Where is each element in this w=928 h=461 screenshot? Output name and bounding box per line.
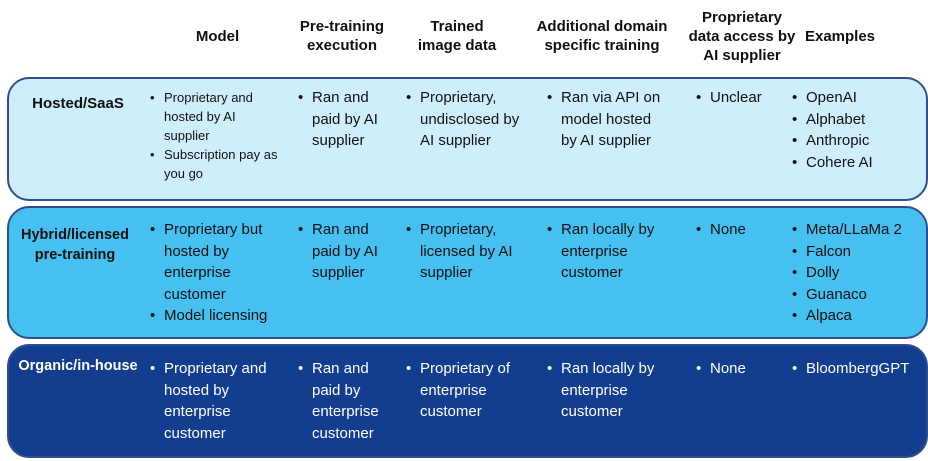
header-trained-image-data: Trained image data	[417, 18, 497, 54]
cell-hybrid-trained: Proprietary, licensed by AI supplier	[406, 219, 522, 284]
cell-organic-proprietary: None	[696, 358, 792, 380]
list-item: Proprietary and hosted by AI supplier	[150, 88, 282, 145]
list-item: Proprietary, undisclosed by AI supplier	[406, 87, 522, 152]
cell-organic-additional: Ran locally by enterprise customer	[547, 358, 677, 423]
cell-hosted-examples: OpenAI Alphabet Anthropic Cohere AI	[792, 87, 912, 173]
row-label-hosted-saas: Hosted/SaaS	[32, 95, 124, 112]
list-item: Ran locally by enterprise customer	[547, 358, 677, 423]
list-item: Meta/LLaMa 2	[792, 219, 920, 241]
list-item: Proprietary, licensed by AI supplier	[406, 219, 522, 284]
list-item: Anthropic	[792, 130, 912, 152]
list-item: Alphabet	[792, 109, 912, 131]
cell-hosted-additional: Ran via API on model hosted by AI suppli…	[547, 87, 667, 152]
cell-organic-examples: BloombergGPT	[792, 358, 920, 380]
header-additional-domain-training: Additional domain specific training	[536, 18, 668, 54]
cell-hybrid-proprietary: None	[696, 219, 792, 241]
cell-organic-trained: Proprietary of enterprise customer	[406, 358, 526, 423]
cell-organic-pretraining: Ran and paid by enterprise customer	[298, 358, 398, 444]
row-label-hybrid-licensed: Hybrid/licensed pre-training	[21, 227, 129, 263]
list-item: Falcon	[792, 241, 920, 263]
list-item: Ran and paid by enterprise customer	[298, 358, 398, 444]
cell-hybrid-examples: Meta/LLaMa 2 Falcon Dolly Guanaco Alpaca	[792, 219, 920, 327]
list-item: Ran locally by enterprise customer	[547, 219, 677, 284]
list-item: BloombergGPT	[792, 358, 920, 380]
cell-hybrid-pretraining: Ran and paid by AI supplier	[298, 219, 398, 284]
list-item: Ran and paid by AI supplier	[298, 219, 398, 284]
list-item: Dolly	[792, 262, 920, 284]
cell-hybrid-model: Proprietary but hosted by enterprise cus…	[150, 219, 286, 327]
cell-hosted-model: Proprietary and hosted by AI supplier Su…	[150, 88, 282, 183]
row-label-organic-inhouse: Organic/in-house	[18, 358, 138, 374]
cell-organic-model: Proprietary and hosted by enterprise cus…	[150, 358, 286, 444]
list-item: Cohere AI	[792, 152, 912, 174]
cell-hybrid-additional: Ran locally by enterprise customer	[547, 219, 677, 284]
list-item: Alpaca	[792, 305, 920, 327]
cell-hosted-proprietary: Unclear	[696, 87, 792, 109]
list-item: Subscription pay as you go	[150, 145, 282, 183]
header-model: Model	[195, 27, 240, 45]
list-item: Proprietary and hosted by enterprise cus…	[150, 358, 286, 444]
list-item: Proprietary of enterprise customer	[406, 358, 526, 423]
header-examples: Examples	[804, 27, 876, 45]
header-pretraining-execution: Pre-training execution	[299, 18, 385, 54]
list-item: Model licensing	[150, 305, 286, 327]
list-item: OpenAI	[792, 87, 912, 109]
cell-hosted-trained: Proprietary, undisclosed by AI supplier	[406, 87, 522, 152]
list-item: Ran via API on model hosted by AI suppli…	[547, 87, 667, 152]
header-proprietary-data-access: Proprietary data access by AI supplier	[688, 8, 796, 64]
list-item: Guanaco	[792, 284, 920, 306]
list-item: Proprietary but hosted by enterprise cus…	[150, 219, 286, 305]
list-item: Unclear	[696, 87, 792, 109]
list-item: Ran and paid by AI supplier	[298, 87, 398, 152]
cell-hosted-pretraining: Ran and paid by AI supplier	[298, 87, 398, 152]
list-item: None	[696, 358, 792, 380]
list-item: None	[696, 219, 792, 241]
